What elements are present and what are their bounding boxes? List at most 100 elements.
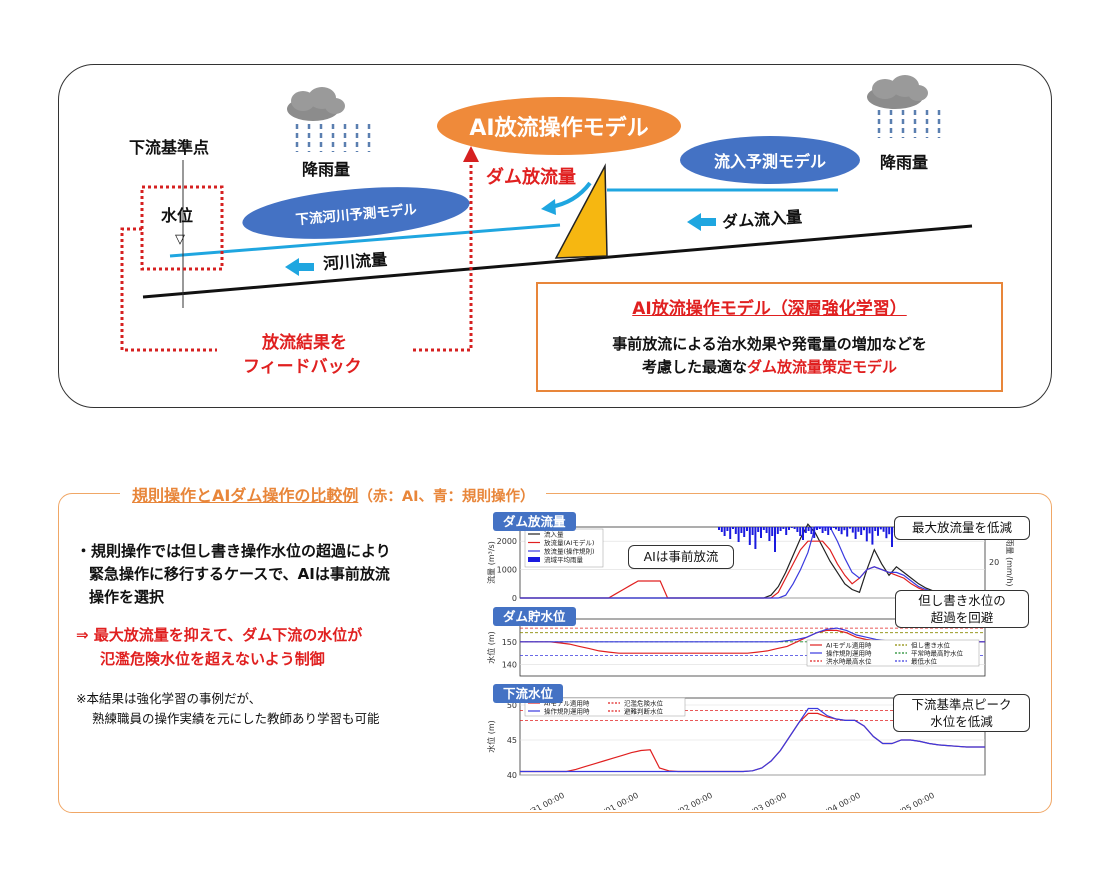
chart-rain-bar — [846, 527, 849, 537]
chart-legend-label: 流域平均雨量 — [544, 555, 584, 564]
chart-rain-bar — [726, 527, 729, 531]
chart-legend-box — [524, 697, 686, 717]
callout-downstream-line-2: 水位を低減 — [930, 714, 993, 729]
chart-rain-bar — [740, 527, 743, 533]
chart-legend-box — [806, 639, 980, 667]
chart-title-storage: ダム貯水位 — [493, 607, 576, 626]
chart-rain-bar — [882, 527, 885, 532]
chart-rain-bar — [779, 527, 782, 531]
chart-rain-bar — [785, 527, 788, 535]
chart-legend-label: 操作規則運用時 — [544, 707, 590, 716]
callout-ai-pre-release: AIは事前放流 — [628, 545, 734, 569]
chart-rain-bar — [754, 527, 757, 549]
chart-rain-bar — [788, 527, 790, 530]
chart-rain-bar — [857, 527, 860, 532]
chart-rain-bar — [865, 527, 868, 542]
chart-rain-bar — [851, 527, 854, 533]
comparison-title-main: 規則操作とAIダム操作の比較例 — [132, 486, 359, 505]
info-line-2-highlight: ダム放流量策定モデル — [747, 358, 898, 376]
chart-rain-bar — [871, 527, 874, 545]
callout-ai-pre-release-text: AIは事前放流 — [643, 549, 719, 564]
bullet-line-1: ・規則操作では但し書き操作水位の超過により — [76, 542, 391, 560]
chart-rain-bar — [885, 527, 888, 539]
chart-legend-label: 放流量(AIモデル) — [544, 538, 594, 547]
chart-legend-swatch — [528, 557, 540, 562]
callout-downstream: 下流基準点ピーク 水位を低減 — [893, 694, 1030, 732]
ai-model-info-box: AI放流操作モデル（深層強化学習） 事前放流による治水効果や発電量の増加などを … — [536, 282, 1003, 392]
chart-legend-label: 流入量 — [544, 530, 564, 539]
dam-shape — [554, 163, 608, 259]
chart-rain-bar — [821, 527, 824, 533]
ai-model-label: AI放流操作モデル — [469, 116, 649, 141]
chart-rain-bar — [877, 527, 879, 536]
chart-legend-label: 操作規則運用時 — [826, 649, 872, 658]
chart-x-tick-label: 09/02 00:00 — [667, 791, 714, 810]
chart-legend-label: AIモデル適用時 — [544, 699, 590, 708]
water-level-label: 水位 — [161, 206, 194, 225]
info-line-2-prefix: 考慮した最適な — [641, 358, 747, 376]
chart-rain-bar — [843, 527, 846, 531]
water-level-mark: ▽ — [175, 232, 185, 247]
chart-rain-bar — [854, 527, 857, 539]
chart-rain-bar — [813, 527, 816, 538]
comparison-title: 規則操作とAIダム操作の比較例（赤：AI、青：規則操作） — [120, 482, 547, 506]
chart-rain-bar — [807, 527, 810, 531]
chart-rain-bar — [835, 527, 837, 530]
feedback-label-1: 放流結果を — [262, 333, 347, 353]
rain-cloud-left-icon — [287, 87, 371, 152]
callout-max-release: 最大放流量を低減 — [894, 516, 1030, 540]
callout-downstream-line-1: 下流基準点ピーク — [911, 697, 1012, 712]
chart-rain-bar — [723, 527, 726, 536]
river-water-line — [169, 223, 561, 258]
callout-max-release-text: 最大放流量を低減 — [911, 520, 1012, 535]
dam-release-label: ダム放流量 — [486, 167, 576, 188]
chart-x-tick-label: 09/03 00:00 — [741, 791, 788, 810]
river-flow-label: 河川流量 — [322, 249, 388, 274]
comparison-title-note: （赤：AI、青：規則操作） — [358, 489, 535, 505]
diagram-svg — [120, 75, 973, 352]
chart-rain-bar — [868, 527, 871, 534]
chart-rain-bar — [737, 527, 740, 542]
chart-rain-bar — [799, 527, 802, 536]
chart-rain-bar — [765, 527, 768, 533]
river-model-label: 下流河川予測モデル — [294, 201, 418, 229]
chart-y-tick-label: 2000 — [497, 537, 517, 546]
inflow-model-label: 流入予測モデル — [713, 152, 826, 171]
chart-legend-label: 平常時最高貯水位 — [911, 649, 964, 658]
chart-rain-bar — [804, 527, 807, 533]
chart-rain-bar — [879, 527, 882, 530]
info-line-1: 事前放流による治水効果や発電量の増加などを — [612, 335, 927, 353]
chart-rain-bar — [863, 527, 865, 531]
callout-proviso: 但し書き水位の 超過を回避 — [895, 590, 1029, 628]
chart-rain-bar — [888, 527, 891, 535]
rain-cloud-right-icon — [867, 75, 941, 138]
chart-rain-bar — [734, 527, 737, 534]
chart-rain-bar — [818, 527, 821, 529]
note-line-2: 熟練職員の操作実績を元にした教師あり学習も可能 — [92, 711, 380, 726]
chart-y-axis-label: 水位 (m) — [486, 631, 496, 664]
feedback-path-left — [120, 227, 217, 352]
chart-legend-label: AIモデル適用時 — [826, 641, 872, 650]
chart-legend-label: 氾濫危険水位 — [624, 699, 664, 708]
chart-rain-bar — [748, 527, 751, 545]
feedback-path-right — [413, 160, 473, 352]
downstream-point-label: 下流基準点 — [129, 138, 210, 157]
chart-legend-label: 避難判断水位 — [624, 707, 664, 716]
result-line-1: ⇒ 最大放流量を抑えて、ダム下流の水位が — [76, 626, 363, 644]
diagram-frame — [58, 64, 1052, 408]
chart-title-release: ダム放流量 — [493, 512, 576, 531]
chart-rain-bar — [874, 527, 877, 531]
chart-rain-bar — [782, 527, 785, 529]
callout-proviso-line-1: 但し書き水位の — [918, 593, 1006, 608]
inflow-model-ellipse: 流入予測モデル — [680, 136, 860, 184]
chart-rain-bar — [793, 527, 796, 529]
chart-rain-bar — [729, 527, 732, 539]
chart-rain-bar — [816, 527, 818, 530]
chart-y2-axis-label: 雨量 (mm/h) — [1005, 538, 1014, 586]
chart-y-axis-label: 水位 (m) — [486, 720, 496, 753]
comparison-text: ・規則操作では但し書き操作水位の超過により 緊急操作に移行するケースで、AIは事… — [76, 540, 486, 729]
result-line-2: 氾濫危険水位を超えないよう制御 — [100, 650, 325, 668]
chart-rain-bar — [860, 527, 863, 535]
chart-rain-bar — [796, 527, 799, 532]
